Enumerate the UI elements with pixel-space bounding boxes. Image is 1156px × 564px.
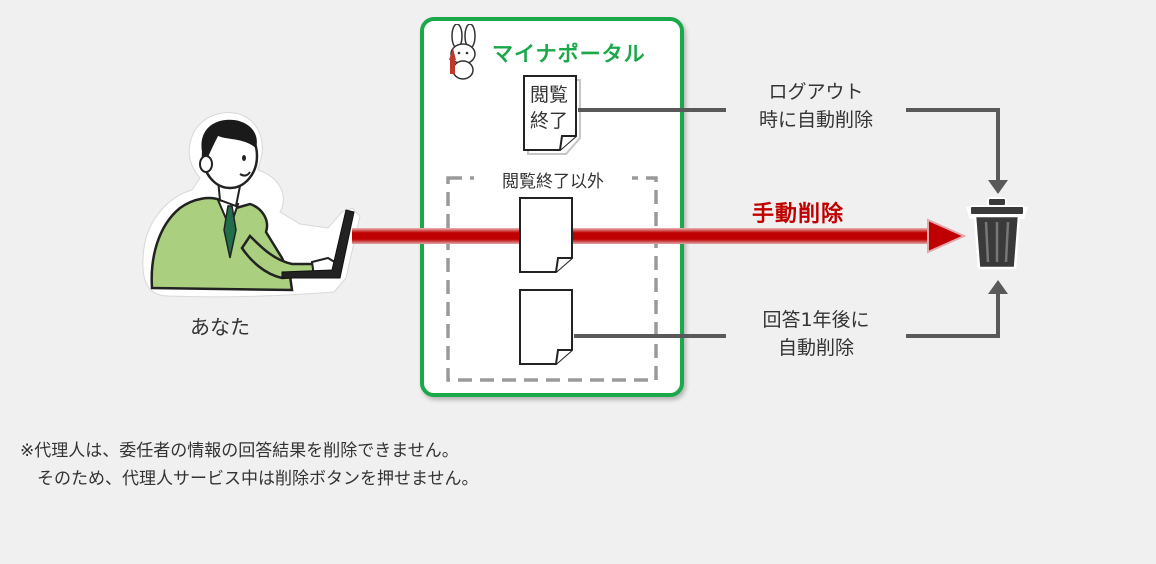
document-icon [519,197,573,273]
other-documents-label: 閲覧終了以外 [474,167,632,192]
trash-can-icon [966,197,1028,270]
logout-line1: ログアウト [768,81,864,103]
doc-viewed-label: 閲覧 終了 [524,82,574,134]
manual-arrow-shaft [352,228,932,244]
note-line-2: そのため、代理人サービス中は削除ボタンを押せません。 [20,469,479,489]
document-icon [519,289,573,365]
after-year-connector-right [906,290,1000,338]
doc-viewed-line2: 終了 [529,110,568,132]
manual-delete-label: 手動削除 [752,202,845,227]
person-label: あなた [190,315,250,339]
after-year-auto-delete-label: 回答1年後に 自動削除 [730,306,902,362]
doc-viewed-line1: 閲覧 [529,84,568,106]
other-documents-group [446,176,658,382]
document-icon [523,75,581,155]
logout-auto-delete-label: ログアウト 時に自動削除 [730,78,902,134]
after-year-arrowhead [988,280,1008,294]
after-year-line2: 自動削除 [777,337,854,359]
manual-arrowhead [927,218,967,254]
portal-title: マイナポータル [492,42,646,66]
logout-line2: 時に自動削除 [758,109,873,131]
logout-arrowhead [988,180,1008,194]
logout-connector-right [906,108,1000,184]
person-laptop-icon [142,112,361,298]
rabbit-mascot-icon [449,24,476,80]
note-line-1: ※代理人は、委任者の情報の回答結果を削除できません。 [20,441,459,461]
after-year-line1: 回答1年後に [762,309,870,331]
